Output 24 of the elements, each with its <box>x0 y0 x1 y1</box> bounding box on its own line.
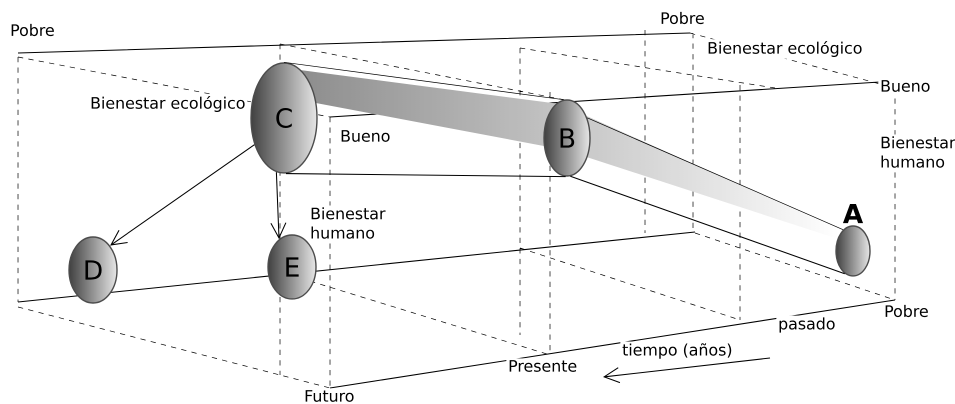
trajectory-line <box>570 176 845 274</box>
node-label: A <box>842 204 864 224</box>
axis-label: Bienestar ecológico <box>705 39 864 59</box>
axis-label: Presente <box>506 358 579 374</box>
axis-label: Futuro <box>302 388 356 404</box>
axis-label: Bienestar ecológico <box>88 94 248 114</box>
axis-label: Bienestar humano <box>878 134 955 170</box>
axis-label: Bueno <box>338 128 392 144</box>
arrow <box>270 172 286 240</box>
axis-label: tiempo (años) <box>620 341 734 361</box>
axis-label: Pobre <box>8 22 56 38</box>
sphere-node: D <box>68 236 118 304</box>
sphere-node: A <box>835 204 871 277</box>
axis-label: Pobre <box>882 303 930 319</box>
sphere-node: B <box>543 99 591 177</box>
trajectory-line <box>286 173 566 178</box>
axis-label: Bueno <box>878 78 932 94</box>
trajectory-line <box>284 62 564 100</box>
axis-label: pasado <box>776 316 838 334</box>
sphere-node: C <box>250 62 318 174</box>
sphere-node: E <box>267 234 317 300</box>
trajectory-line <box>586 117 844 230</box>
arrow <box>110 144 255 246</box>
axis-label: Pobre <box>658 10 706 26</box>
